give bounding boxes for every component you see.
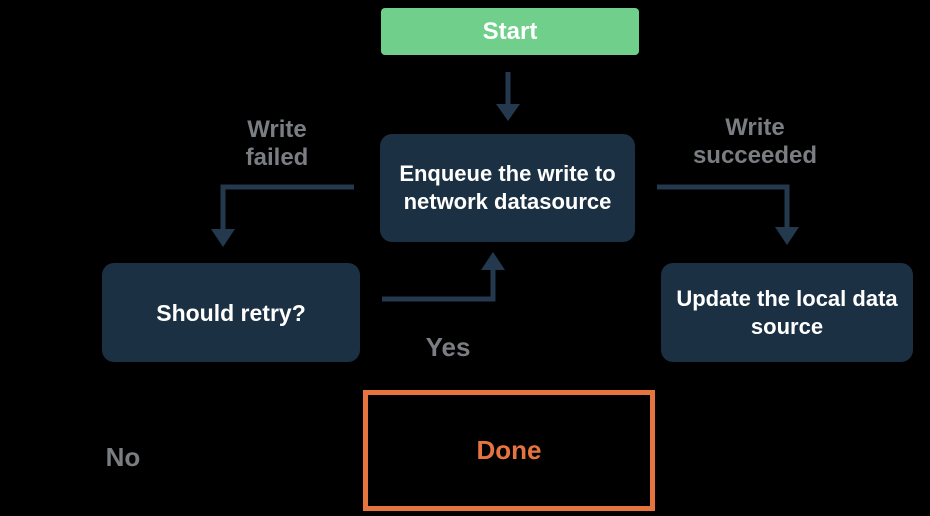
edge-label-no: No: [105, 442, 141, 472]
edge-label-yes: Yes: [425, 332, 471, 362]
edge-label-write-failed: Write failed: [245, 116, 309, 171]
node-should-retry: Should retry?: [102, 263, 360, 362]
node-update-local-data-source: Update the local data source: [661, 263, 913, 362]
edge-label-write-succeeded: Write succeeded: [692, 114, 818, 169]
node-done: Done: [363, 390, 655, 511]
arrow-enqueue-to-should-retry: [211, 184, 354, 247]
arrow-start-to-enqueue: [496, 72, 520, 121]
arrow-enqueue-to-update-local: [657, 184, 799, 245]
node-enqueue-write: Enqueue the write to network datasource: [380, 134, 635, 242]
arrow-should-retry-to-enqueue: [382, 252, 505, 302]
node-start: Start: [381, 8, 639, 55]
